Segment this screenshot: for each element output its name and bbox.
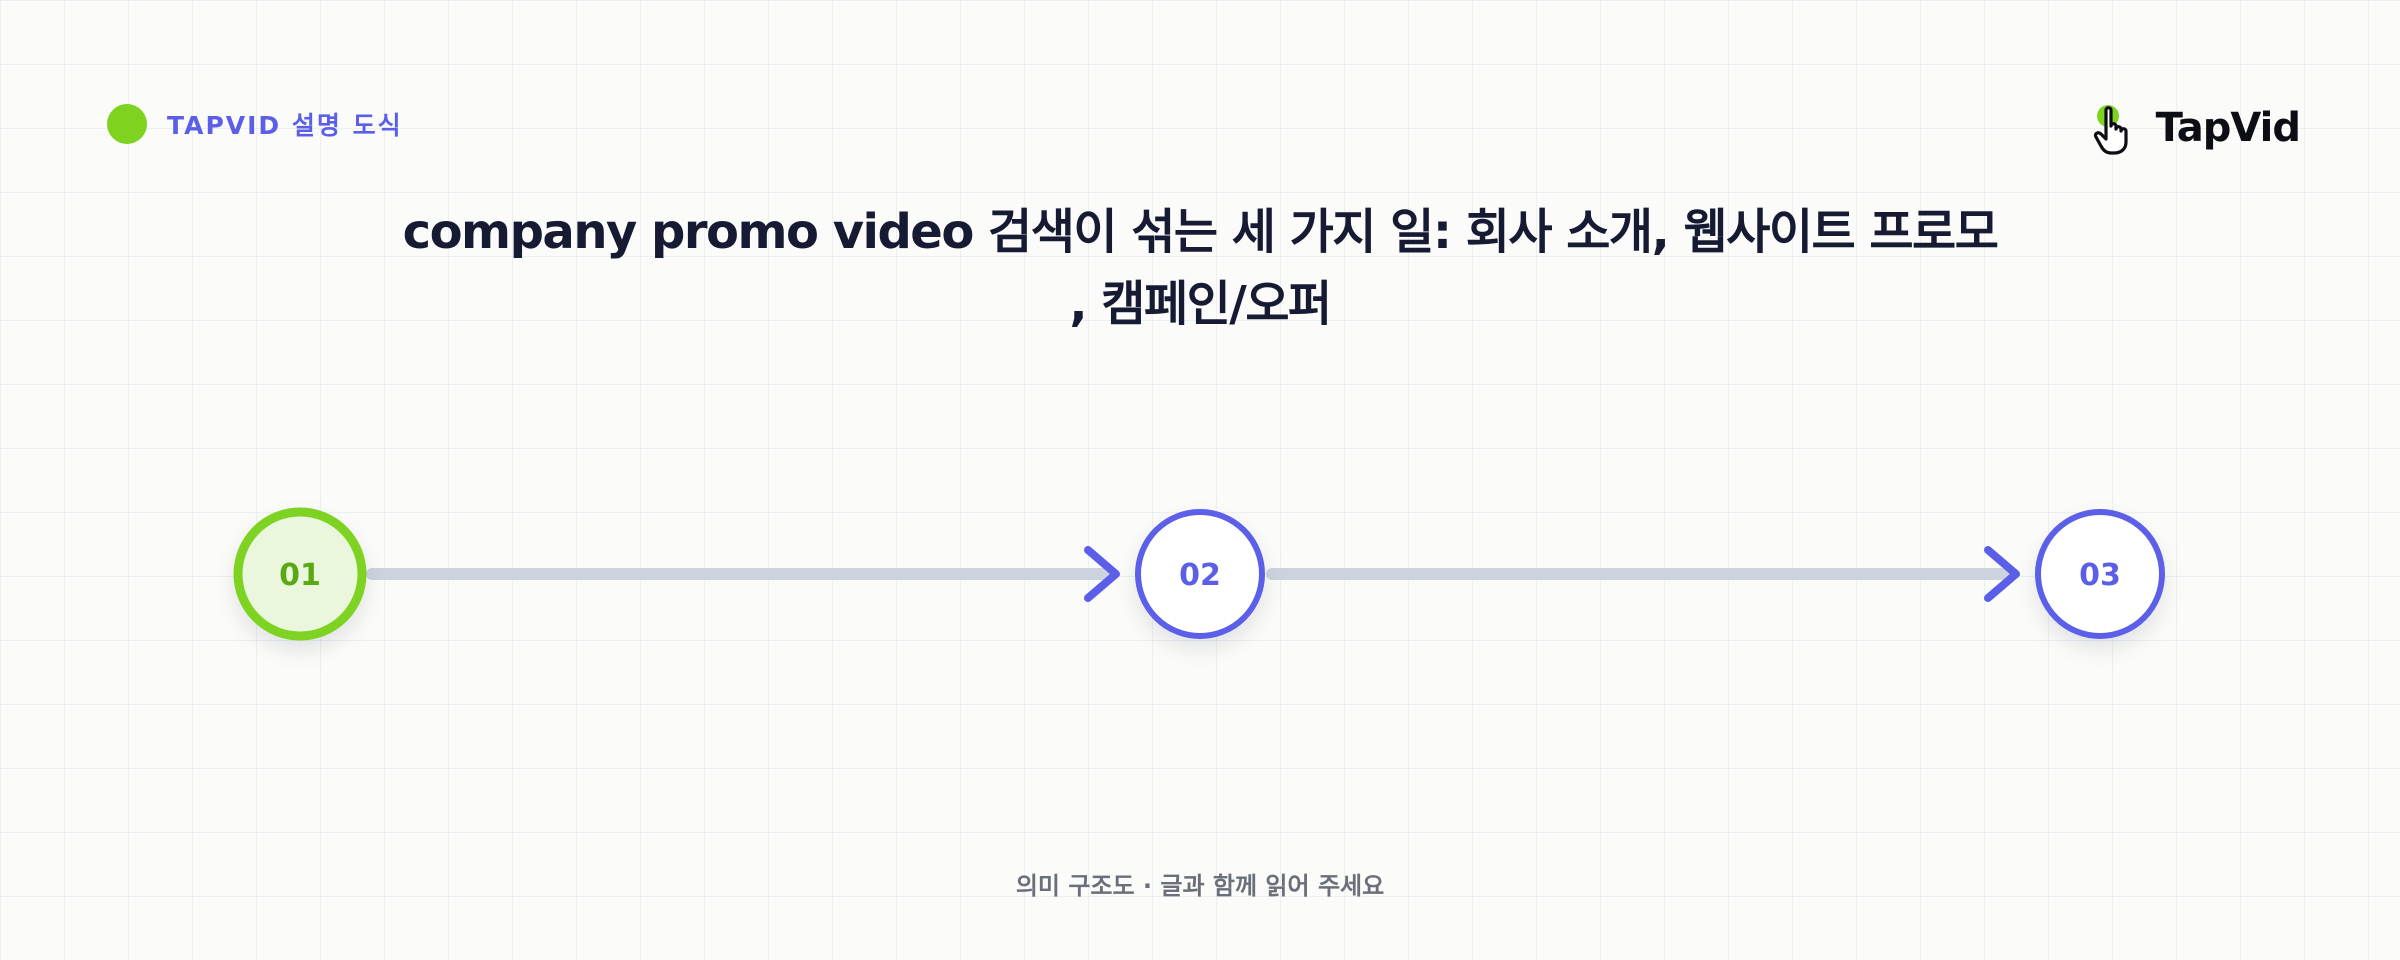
logo-wordmark: TapVid [2155, 105, 2301, 151]
step-label: 03 [2079, 558, 2121, 593]
step-node-02: 02 [1135, 509, 1265, 639]
pointer-hand-icon [2093, 105, 2128, 155]
step-label: 01 [279, 558, 321, 593]
title-line-2: , 캠페인/오퍼 [1069, 276, 1332, 332]
step-circle [1135, 509, 1265, 639]
tapvid-logo[interactable]: TapVid [2092, 100, 2301, 156]
badge-dot-icon [107, 104, 147, 144]
step-label: 02 [1179, 558, 1221, 593]
step-node-03: 03 [2035, 509, 2165, 639]
header-badge: TAPVID 설명 도식 [107, 104, 403, 144]
step-circle [233, 507, 367, 641]
badge-label: TAPVID 설명 도식 [167, 111, 403, 140]
title-line-1: company promo video 검색이 섞는 세 가지 일: 회사 소개… [402, 204, 1999, 260]
step-circle [2035, 509, 2165, 639]
arrowhead-icon [1084, 546, 1120, 602]
step-node-01: 01 [233, 507, 367, 641]
connector-arrow [366, 546, 1120, 602]
page-title: company promo video 검색이 섞는 세 가지 일: 회사 소개… [400, 196, 2000, 340]
arrowhead-icon [1984, 546, 2020, 602]
connector-arrow [1266, 546, 2020, 602]
footer-caption: 의미 구조도 · 글과 함께 읽어 주세요 [1015, 872, 1385, 900]
